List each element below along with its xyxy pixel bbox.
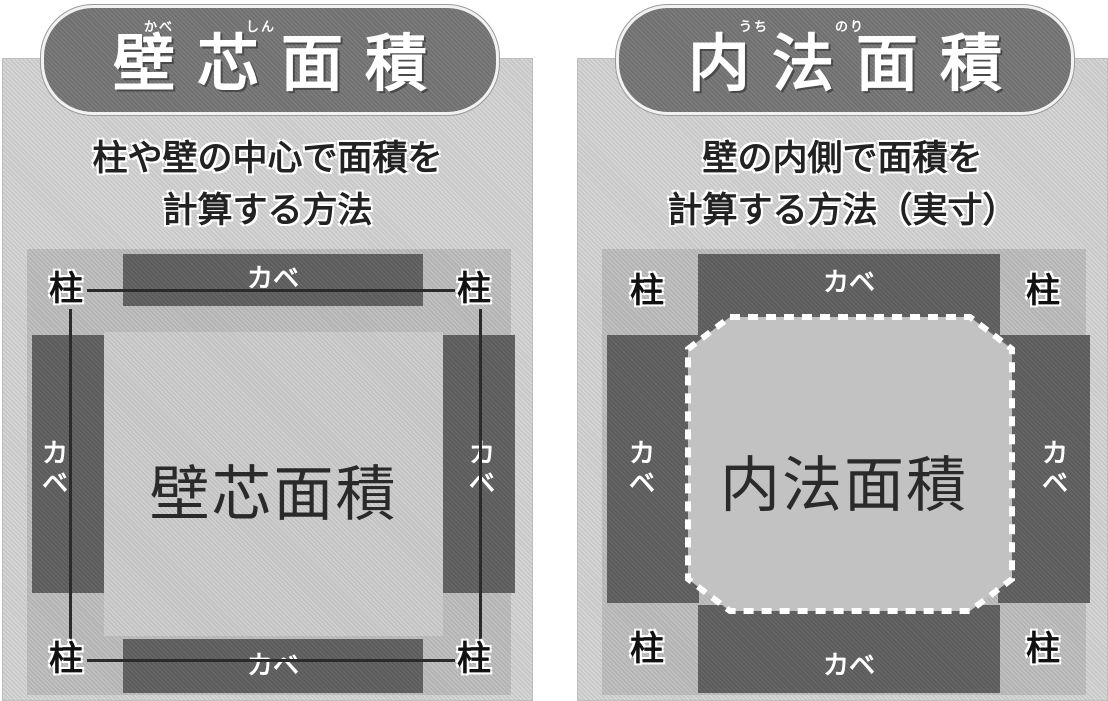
- pillar-label: 柱: [630, 271, 664, 311]
- wall-left: カベ: [607, 335, 699, 603]
- wall-label: カベ: [1042, 439, 1069, 499]
- area-label: 壁芯面積: [149, 460, 398, 530]
- subtitle-line-2: 計算する方法（実寸）: [667, 191, 1018, 231]
- subtitle-line-1: 壁の内側で面積を: [702, 139, 983, 179]
- inner-dimension-area-panel: うち のり 内法面積 壁の内側で面積を 計算する方法（実寸） カベ カベ カベ …: [577, 5, 1108, 701]
- inner-area-shape: [685, 314, 1015, 614]
- pillar-label: 柱: [630, 629, 664, 669]
- ruby-kabe: かべ: [144, 20, 175, 35]
- wall-left: カベ: [32, 335, 104, 593]
- wall-label: カベ: [246, 651, 299, 681]
- pillar-label: 柱: [457, 639, 491, 679]
- panel-title: 壁芯面積: [112, 27, 449, 100]
- panel-title: 内法面積: [687, 27, 1024, 100]
- pillar-label: 柱: [49, 639, 83, 679]
- wall-center-area-panel: かべ しん 壁芯面積 柱や壁の中心で面積を 計算する方法 カベ カベ カベ カベ…: [2, 5, 533, 701]
- center-line-bottom: [87, 659, 455, 662]
- wall-label: カベ: [469, 439, 496, 499]
- wall-right: カベ: [998, 335, 1090, 603]
- ruby-nori: のり: [835, 20, 866, 35]
- wall-bottom: カベ: [698, 605, 1000, 693]
- floor-diagram: カベ カベ カベ カベ 壁芯面積 柱 柱 柱 柱: [27, 249, 515, 695]
- subtitle-line-2: 計算する方法: [162, 191, 373, 231]
- center-line-top: [87, 289, 455, 292]
- pillar-label: 柱: [457, 269, 491, 309]
- pillar-label: 柱: [1026, 271, 1060, 311]
- title-pill: かべ しん 壁芯面積: [41, 5, 499, 115]
- center-line-right: [479, 309, 482, 659]
- wall-label: カベ: [822, 651, 875, 681]
- center-line-left: [69, 309, 72, 659]
- wall-top: カベ: [123, 254, 423, 306]
- pillar-label: 柱: [49, 269, 83, 309]
- area-label: 内法面積: [720, 451, 968, 521]
- wall-bottom: カベ: [123, 639, 423, 693]
- title-pill: うち のり 内法面積: [616, 5, 1074, 115]
- wall-label: カベ: [629, 439, 656, 499]
- pillar-label: 柱: [1026, 629, 1060, 669]
- wall-label: カベ: [42, 439, 69, 499]
- subtitle-line-1: 柱や壁の中心で面積を: [92, 139, 443, 179]
- floor-diagram: カベ カベ カベ カベ 内法面積 柱 柱 柱 柱: [602, 249, 1090, 695]
- wall-center-area: 壁芯面積: [104, 332, 443, 636]
- ruby-uchi: うち: [739, 20, 770, 35]
- wall-label: カベ: [822, 268, 875, 298]
- ruby-shin: しん: [246, 20, 277, 35]
